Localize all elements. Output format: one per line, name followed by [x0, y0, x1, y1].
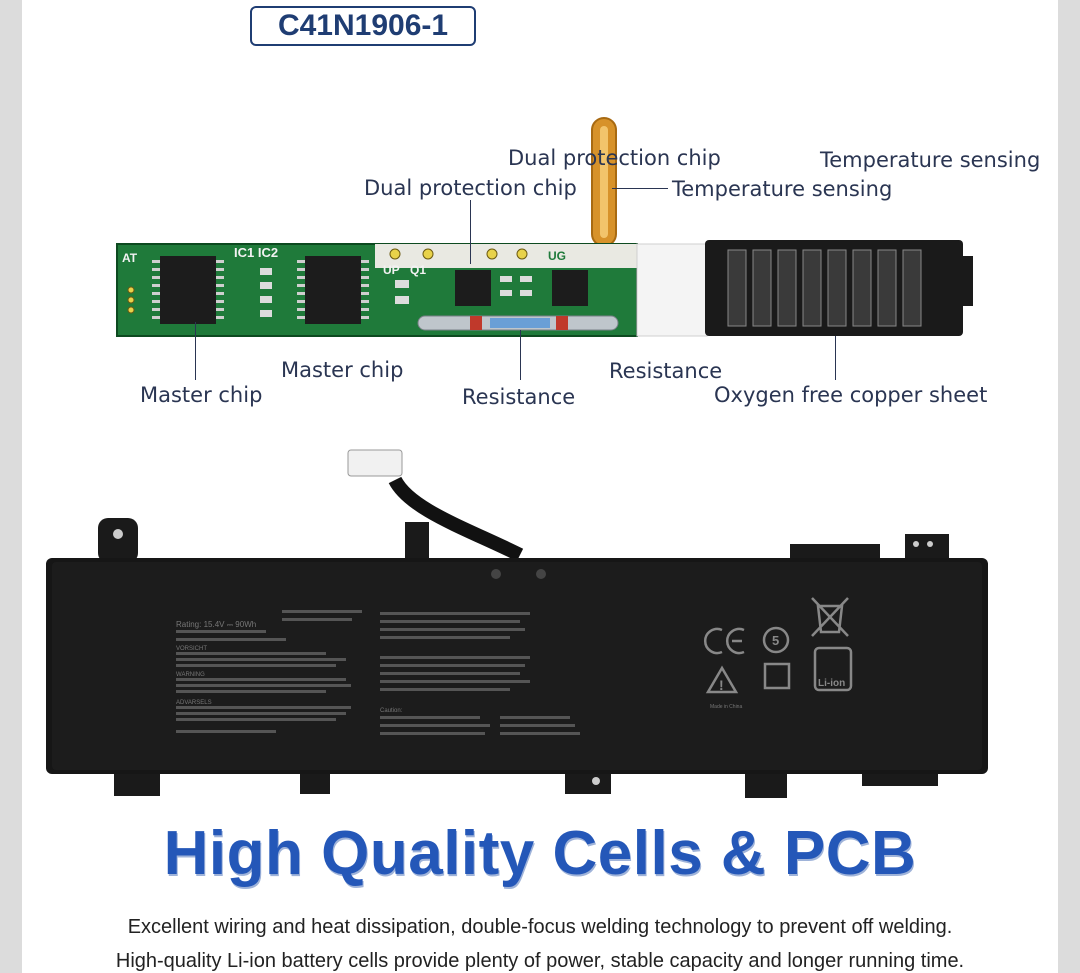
- label-master-chip-lower: Master chip: [140, 383, 263, 407]
- pcb-mark-ic: IC1 IC2: [234, 245, 278, 260]
- weee-bin-icon: [811, 597, 849, 637]
- label-resistance-upper: Resistance: [609, 359, 723, 383]
- battery-warning-warning: WARNING: [176, 672, 205, 678]
- liion-recycle-icon: [813, 646, 853, 692]
- leader-temp: [612, 188, 668, 189]
- pcb-mark-at: AT: [122, 251, 138, 265]
- label-temperature-sensing-lower: Temperature sensing: [672, 177, 893, 201]
- label-temperature-sensing-upper: Temperature sensing: [820, 148, 1041, 172]
- svg-text:!: !: [719, 677, 724, 693]
- product-panel: [22, 0, 1058, 973]
- battery-image: Rating: 15.4V ⎓ 90Wh VORSICHT WARNING AD…: [46, 449, 988, 798]
- description-line-1: Excellent wiring and heat dissipation, d…: [127, 916, 953, 938]
- label-copper-sheet: Oxygen free copper sheet: [714, 383, 988, 407]
- leader-master: [195, 322, 196, 380]
- ce-mark-icon: [704, 627, 745, 655]
- battery-made-in: Made in China: [710, 704, 742, 710]
- pcb-mark-q1: Q1: [410, 263, 426, 277]
- leader-dual-upper: [470, 200, 471, 264]
- protection-chip-2: [552, 270, 588, 306]
- label-dual-protection-chip-lower: Dual protection chip: [364, 176, 577, 200]
- recycle-5-icon: [762, 626, 790, 654]
- leader-resistance: [520, 330, 521, 380]
- battery-warning-vorsicht: VORSICHT: [176, 646, 207, 652]
- cable-connector: [347, 449, 403, 477]
- label-resistance-lower: Resistance: [462, 385, 576, 409]
- label-master-chip-upper: Master chip: [281, 358, 404, 382]
- headline: High Quality Cells & PCB: [163, 819, 917, 888]
- model-number-badge: C41N1906-1: [250, 6, 476, 46]
- battery-rating: Rating: 15.4V ⎓ 90Wh: [176, 620, 256, 629]
- china-rohs-icon: [763, 662, 791, 690]
- liion-label: Li-ion: [818, 678, 845, 689]
- protection-chip-1: [455, 270, 491, 306]
- pcb-mark-up: UP: [383, 263, 400, 277]
- description-line-2: High-quality Li-ion battery cells provid…: [115, 950, 965, 972]
- svg-text:5: 5: [772, 633, 779, 648]
- battery-warning-advarsels: ADVARSELS: [176, 700, 212, 706]
- master-chip-1: [160, 256, 216, 324]
- pcb-mark-ug: UG: [548, 249, 566, 263]
- pcb-diagram: AT IC1 IC2 UP Q1 UG: [116, 117, 973, 337]
- leader-copper: [835, 336, 836, 380]
- master-chip-2: [305, 256, 361, 324]
- label-dual-protection-chip-upper: Dual protection chip: [508, 146, 721, 170]
- battery-caution: Caution:: [380, 708, 403, 714]
- warning-triangle-icon: [705, 665, 739, 694]
